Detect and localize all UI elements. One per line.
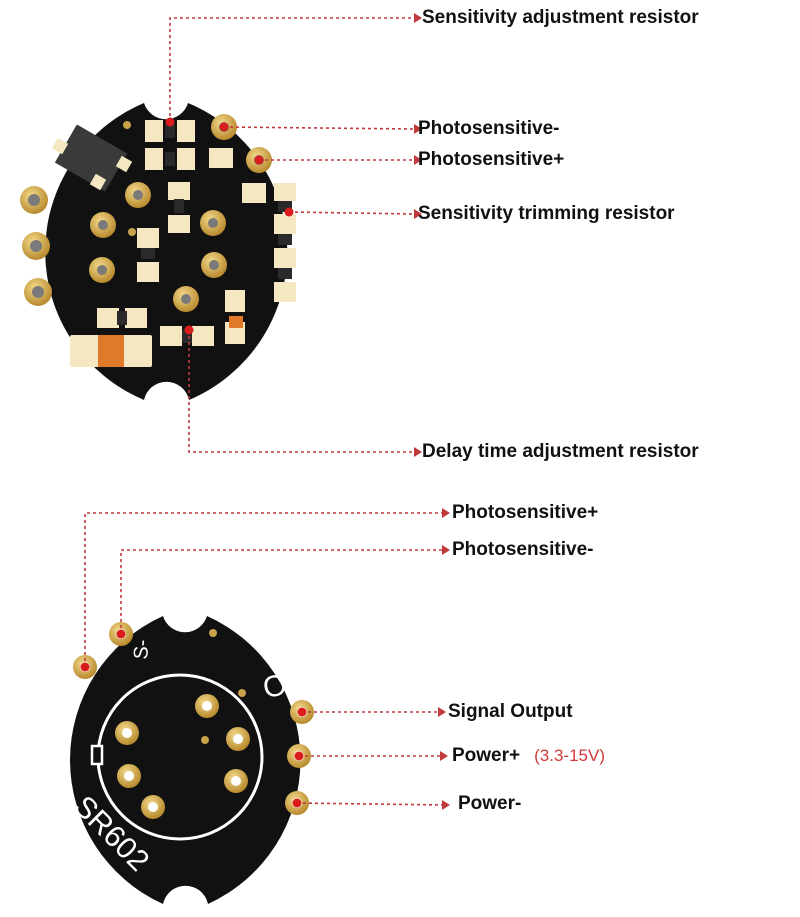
smd-resistor: [145, 148, 163, 170]
top-leader-dots: [165, 117, 294, 335]
smd-dark-centers: [117, 124, 292, 343]
bottom-via: [201, 736, 209, 744]
leader-photo-minus: [223, 126, 415, 130]
label-sensitivity-adjustment-resistor: Sensitivity adjustment resistor: [422, 7, 699, 28]
bottom-leader-dots: [80, 629, 307, 808]
top-smd-components: [70, 120, 296, 367]
smd-resistor: [242, 183, 266, 203]
silk-s-plus: S+: [43, 686, 75, 719]
orange-capacitor-band: [98, 335, 124, 367]
bottom-board-outline: [70, 616, 301, 904]
top-pad-hole: [97, 265, 107, 275]
smd-resistor: [137, 228, 159, 248]
smd-resistor: [209, 148, 233, 168]
silk-plus: +: [318, 724, 331, 749]
leader-bottom-photo-plus: [84, 512, 443, 667]
smd-resistor: [274, 248, 296, 268]
label-bottom-photosensitive-minus: Photosensitive-: [452, 539, 594, 560]
label-power-plus-voltage: (3.3-15V): [534, 746, 605, 765]
bottom-leader-lines: [84, 512, 445, 806]
top-ic-pin: [51, 137, 69, 155]
leader-delay-time: [188, 330, 414, 453]
label-delay-time-adjustment-resistor: Delay time adjustment resistor: [422, 441, 699, 462]
top-ic-pin: [115, 155, 133, 173]
bottom-via: [238, 689, 246, 697]
silk-minus: -: [281, 830, 308, 838]
top-pad-hole: [208, 218, 218, 228]
label-top-photosensitive-minus: Photosensitive-: [418, 118, 560, 139]
top-via: [128, 228, 136, 236]
top-pad-hole: [133, 190, 143, 200]
bottom-leader-arrows: [438, 508, 450, 810]
top-pad-hole: [32, 286, 44, 298]
leader-sensitivity-adjustment: [169, 17, 414, 122]
top-pcb-board: [20, 103, 296, 400]
top-pad-hole: [181, 294, 191, 304]
bottom-via: [209, 629, 217, 637]
top-pad-hole: [209, 260, 219, 270]
smd-resistor: [225, 290, 245, 312]
smd-resistor: [145, 120, 163, 142]
label-sensitivity-trimming-resistor: Sensitivity trimming resistor: [418, 203, 675, 224]
smd-resistor: [160, 326, 182, 346]
smd-resistor: [274, 214, 296, 234]
top-leader-arrows: [414, 13, 422, 457]
label-power-plus: Power+ (3.3-15V): [452, 745, 605, 767]
top-pad-hole: [98, 220, 108, 230]
silk-s-minus: S-: [130, 639, 154, 661]
smd-resistor: [168, 215, 190, 233]
label-power-plus-text: Power+: [452, 745, 521, 766]
smd-resistor: [274, 183, 296, 201]
label-power-minus: Power-: [458, 793, 522, 814]
top-ic-pin: [89, 173, 107, 191]
smd-resistor: [177, 120, 195, 142]
smd-resistor: [125, 308, 147, 328]
top-pad-hole: [28, 194, 40, 206]
sensor-pad-holes: [122, 701, 243, 812]
leader-bottom-photo-minus: [120, 549, 443, 634]
leader-power-minus: [296, 802, 445, 806]
smd-resistor: [274, 282, 296, 302]
smd-resistor: [97, 308, 119, 328]
top-leader-lines: [169, 17, 415, 453]
sensor-ring-tab: [90, 744, 104, 766]
leader-sensitivity-trimming: [288, 211, 415, 215]
label-signal-output: Signal Output: [448, 701, 573, 722]
orange-component: [229, 316, 243, 328]
label-top-photosensitive-plus: Photosensitive+: [418, 149, 565, 170]
top-ic-chip: [54, 124, 128, 192]
label-bottom-photosensitive-plus: Photosensitive+: [452, 502, 599, 523]
smd-resistor: [192, 326, 214, 346]
smd-resistor: [177, 148, 195, 170]
bottom-pcb-board: S+ S- O + - SR602: [43, 616, 331, 904]
top-via: [123, 121, 131, 129]
top-pad-hole: [30, 240, 42, 252]
silk-out: O: [260, 668, 289, 705]
smd-resistor: [168, 182, 190, 200]
smd-resistor: [137, 262, 159, 282]
